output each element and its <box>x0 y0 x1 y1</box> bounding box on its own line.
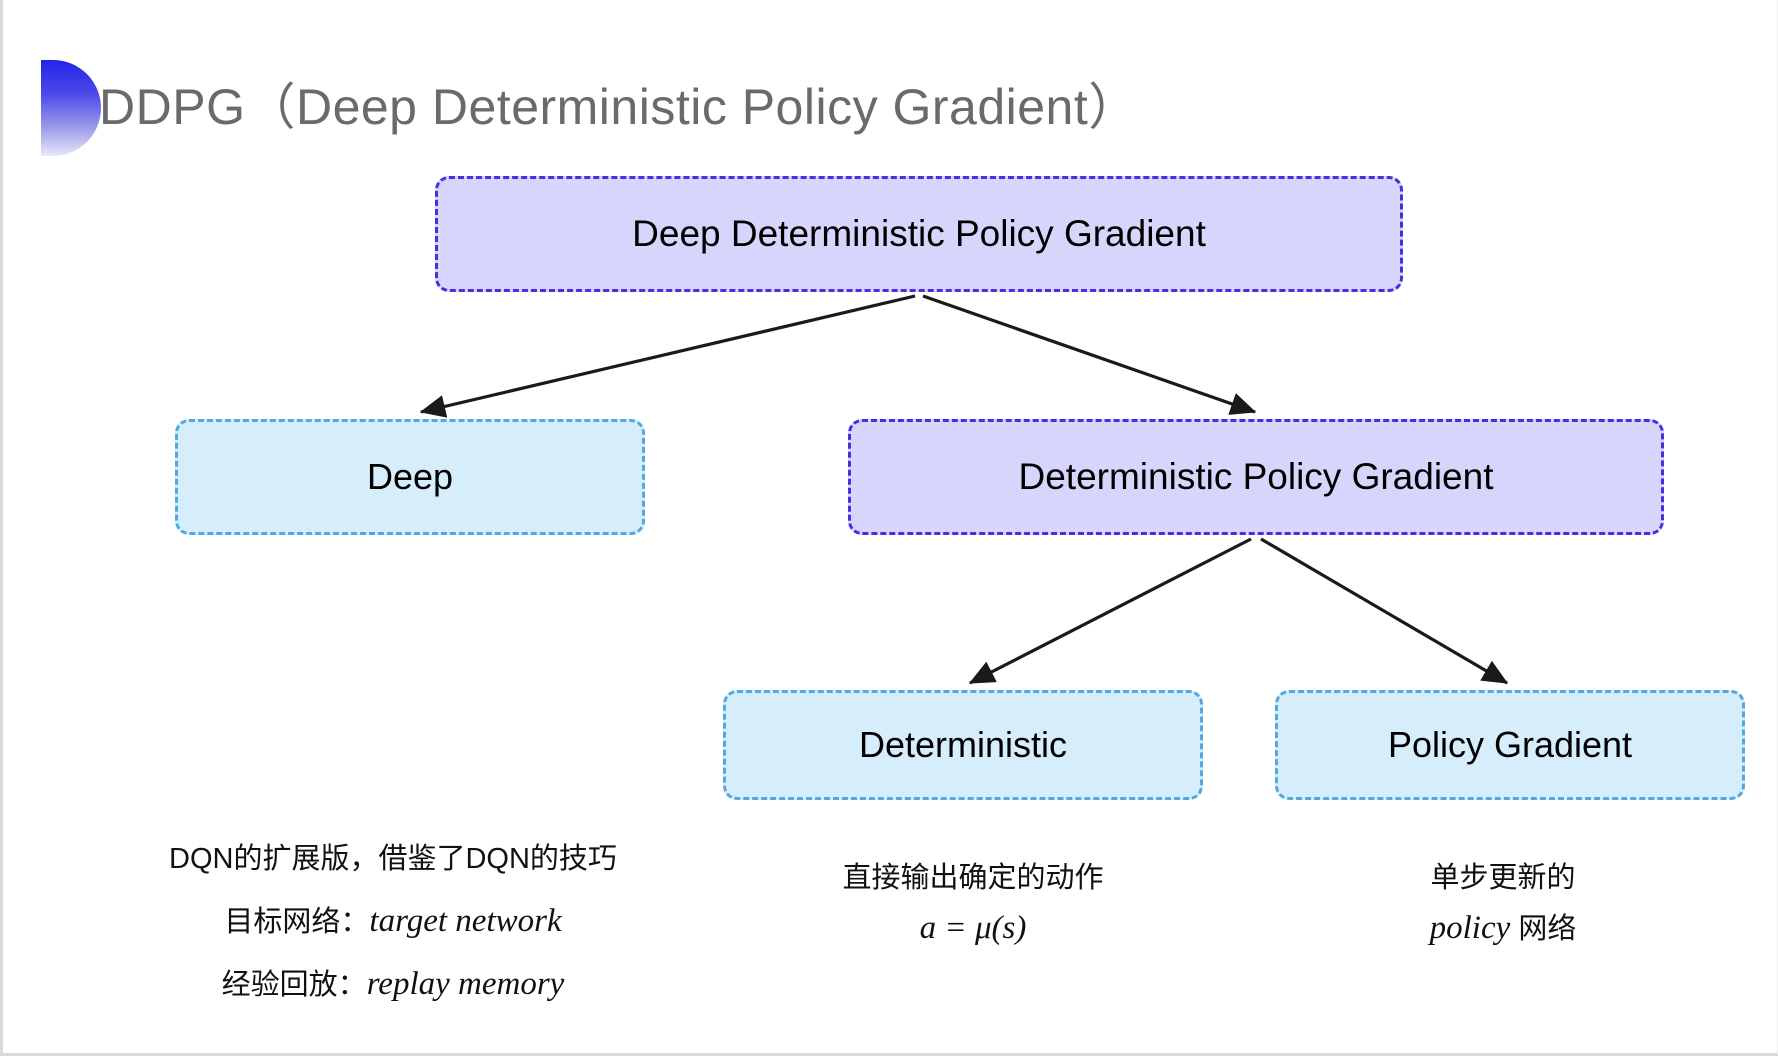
caption-deterministic-formula: a = μ(s) <box>919 910 1027 946</box>
node-deep-label: Deep <box>366 456 454 497</box>
caption-deep-line2-label: 目标网络： <box>224 906 370 938</box>
edge-root-to-deep <box>419 294 916 418</box>
edge-root-to-dpg <box>922 294 1257 415</box>
caption-deep-line1: DQN的扩展版，借鉴了DQN的技巧 <box>169 843 617 875</box>
node-root[interactable]: Deep Deterministic Policy Gradient <box>435 176 1403 292</box>
title-accent-shape <box>41 60 101 156</box>
node-policy-gradient[interactable]: Policy Gradient <box>1275 690 1745 800</box>
node-deterministic[interactable]: Deterministic <box>723 690 1203 800</box>
node-policy-gradient-label: Policy Gradient <box>1387 724 1633 765</box>
node-deterministic-label: Deterministic <box>858 724 1068 765</box>
node-dpg-label: Deterministic Policy Gradient <box>1018 456 1494 497</box>
page-title: DDPG（Deep Deterministic Policy Gradient） <box>99 79 1139 135</box>
caption-deterministic: 直接输出确定的动作 a = μ(s) <box>763 853 1183 953</box>
node-deterministic-policy-gradient[interactable]: Deterministic Policy Gradient <box>848 419 1664 535</box>
caption-policy-gradient-line2: policy 网络 <box>1293 903 1713 954</box>
caption-policy-gradient-suffix: 网络 <box>1510 913 1577 945</box>
caption-deep-line2-term: target network <box>369 903 562 939</box>
caption-deep-line3-label: 经验回放： <box>221 969 367 1001</box>
caption-policy-gradient: 单步更新的 policy 网络 <box>1293 853 1713 954</box>
node-root-label: Deep Deterministic Policy Gradient <box>632 213 1206 254</box>
caption-deep: DQN的扩展版，借鉴了DQN的技巧 目标网络：target network 经验… <box>113 828 673 1016</box>
caption-policy-gradient-term: policy <box>1429 910 1511 946</box>
caption-deep-line3-term: replay memory <box>366 966 565 1002</box>
edge-dpg-to-deterministic <box>968 537 1252 685</box>
caption-policy-gradient-line1: 单步更新的 <box>1430 862 1576 894</box>
edge-dpg-to-policy-gradient <box>1260 537 1509 685</box>
caption-deterministic-line1: 直接输出确定的动作 <box>842 862 1104 894</box>
caption-deep-line3: 经验回放：replay memory <box>113 953 673 1016</box>
node-deep[interactable]: Deep <box>175 419 645 535</box>
caption-deep-line2: 目标网络：target network <box>113 890 673 953</box>
